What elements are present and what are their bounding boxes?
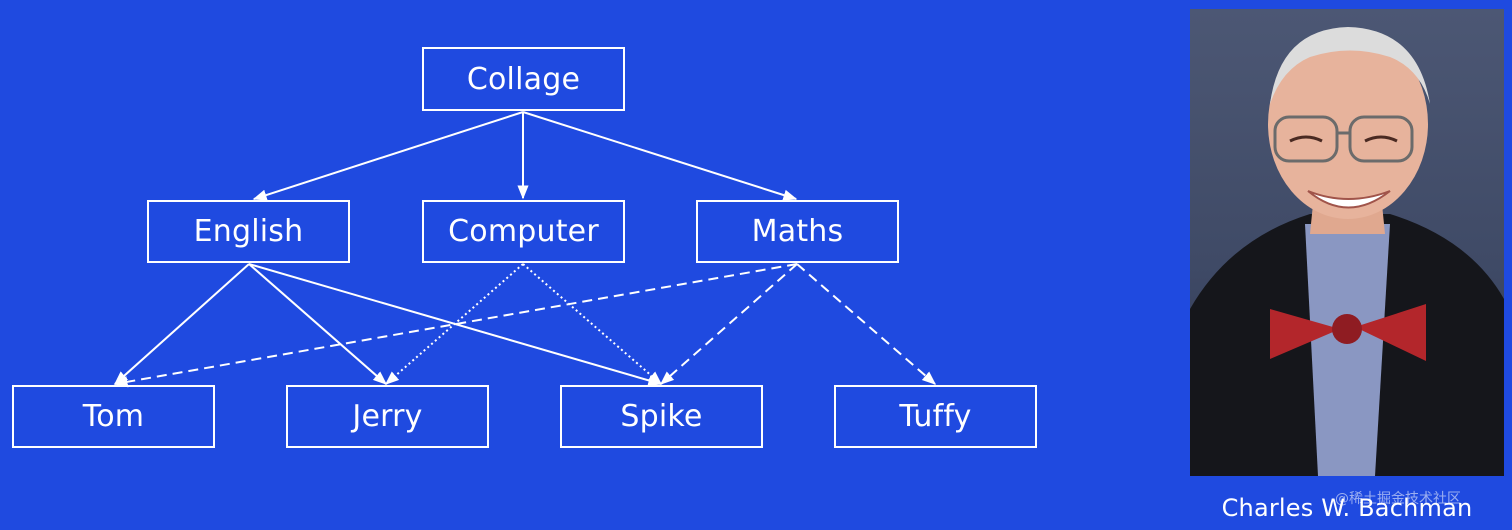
watermark-text: @稀土掘金技术社区 <box>1335 491 1461 507</box>
edge-maths-tuffy <box>796 263 937 385</box>
edge-computer-jerry <box>384 263 524 385</box>
portrait-photo <box>1190 9 1504 476</box>
node-spike: Spike <box>560 385 763 448</box>
node-tuffy: Tuffy <box>834 385 1037 448</box>
node-tom: Tom <box>12 385 215 448</box>
edge-maths-tom <box>113 263 798 388</box>
node-maths: Maths <box>696 200 899 263</box>
edge-english-jerry <box>248 263 388 385</box>
node-collage: Collage <box>422 47 625 111</box>
portrait-caption: Charles W. Bachman <box>1221 494 1473 522</box>
node-computer: Computer <box>422 200 625 263</box>
portrait-illustration <box>1190 27 1504 476</box>
node-jerry: Jerry <box>286 385 489 448</box>
edge-collage-maths <box>522 111 798 201</box>
edge-collage-english <box>252 111 524 201</box>
edge-computer-spike <box>522 263 663 385</box>
edge-maths-spike <box>659 263 798 385</box>
node-english: English <box>147 200 350 263</box>
edge-english-tom <box>113 263 250 385</box>
